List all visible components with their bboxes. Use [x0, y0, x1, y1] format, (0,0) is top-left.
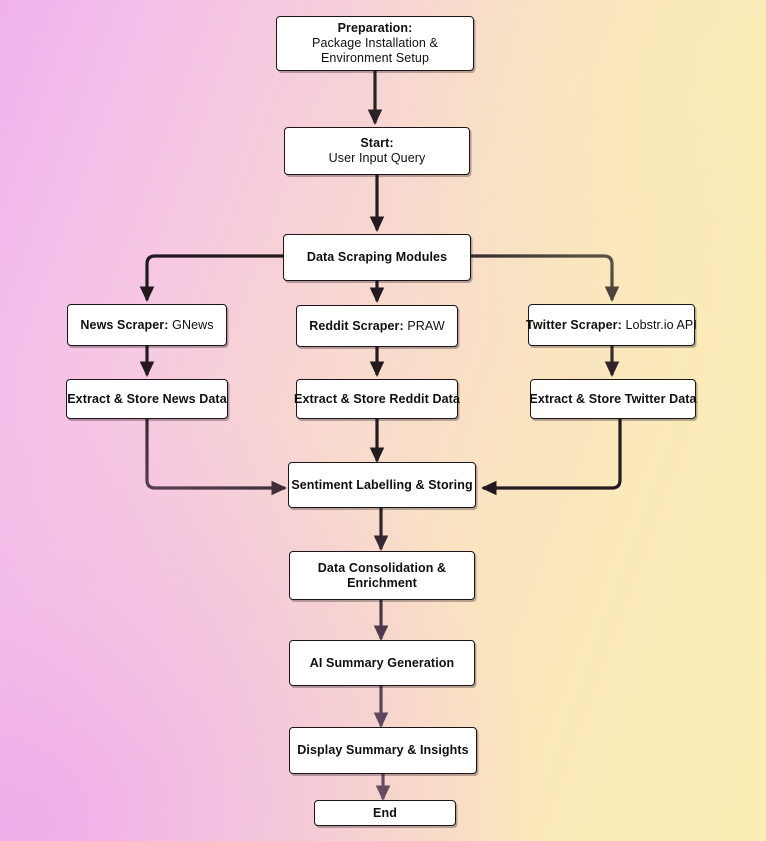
node-reddit-scraper-value: PRAW [403, 318, 445, 333]
node-end[interactable]: End [314, 800, 456, 826]
node-extract-store-reddit[interactable]: Extract & Store Reddit Data [294, 379, 460, 419]
node-sentiment-labelling-label: Sentiment Labelling & Storing [291, 477, 473, 492]
node-extract-store-news[interactable]: Extract & Store News Data [66, 379, 228, 419]
node-preparation-title: Preparation: [337, 21, 413, 35]
node-data-scraping-modules[interactable]: Data Scraping Modules [283, 234, 471, 281]
node-reddit-scraper-title: Reddit Scraper: [309, 318, 404, 333]
node-twitter-scraper-value: Lobstr.io API [621, 317, 697, 332]
node-reddit-scraper[interactable]: Reddit Scraper: PRAW [296, 305, 458, 347]
node-display-summary-insights[interactable]: Display Summary & Insights [289, 727, 477, 774]
edge-scraping-modules-to-twitter-scraper [471, 254, 620, 302]
node-news-scraper-value: GNews [168, 317, 214, 332]
edge-store-twitter-to-sentiment [481, 419, 622, 496]
node-start-line2: User Input Query [328, 151, 426, 165]
node-twitter-scraper-title: Twitter Scraper: [526, 317, 622, 332]
node-extract-store-reddit-label: Extract & Store Reddit Data [294, 391, 460, 406]
edge-store-news-to-sentiment [145, 419, 287, 496]
node-extract-store-news-label: Extract & Store News Data [67, 391, 227, 406]
node-news-scraper[interactable]: News Scraper: GNews [67, 304, 227, 346]
node-extract-store-twitter[interactable]: Extract & Store Twitter Data [529, 379, 697, 419]
node-data-consolidation[interactable]: Data Consolidation & Enrichment [289, 551, 475, 600]
node-start-title: Start: [360, 136, 394, 150]
node-ai-summary-generation[interactable]: AI Summary Generation [289, 640, 475, 686]
node-end-label: End [373, 805, 397, 820]
node-extract-store-twitter-label: Extract & Store Twitter Data [529, 391, 697, 406]
node-preparation-line3: Environment Setup [320, 51, 429, 65]
node-preparation[interactable]: Preparation: Package Installation & Envi… [276, 16, 474, 71]
node-twitter-scraper[interactable]: Twitter Scraper: Lobstr.io API [526, 304, 697, 346]
edge-scraping-modules-to-news-scraper [139, 254, 283, 302]
node-sentiment-labelling[interactable]: Sentiment Labelling & Storing [288, 462, 476, 508]
node-data-scraping-modules-label: Data Scraping Modules [306, 250, 448, 264]
node-preparation-line2: Package Installation & [312, 36, 438, 50]
node-data-consolidation-line2: Enrichment [347, 575, 417, 590]
node-start[interactable]: Start: User Input Query [284, 127, 470, 175]
node-data-consolidation-line1: Data Consolidation & [317, 560, 447, 575]
node-ai-summary-generation-label: AI Summary Generation [309, 655, 455, 670]
node-news-scraper-title: News Scraper: [80, 317, 169, 332]
node-display-summary-insights-label: Display Summary & Insights [297, 743, 469, 757]
